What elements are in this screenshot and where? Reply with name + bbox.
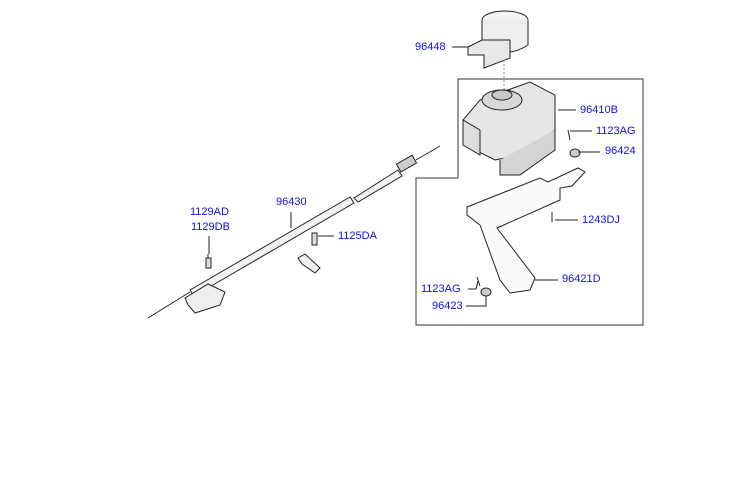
part-label-96423[interactable]: 96423 bbox=[432, 300, 463, 312]
part-label-1129DB[interactable]: 1129DB bbox=[191, 221, 230, 233]
fasteners bbox=[205, 129, 581, 297]
leader-lines bbox=[208, 46, 600, 307]
part-label-96430[interactable]: 96430 bbox=[276, 196, 307, 208]
part-label-1243DJ[interactable]: 1243DJ bbox=[582, 214, 620, 226]
part-label-1123AG-lower[interactable]: 1123AG bbox=[421, 283, 461, 295]
cover-part-96448 bbox=[467, 10, 529, 92]
part-label-96421D[interactable]: 96421D bbox=[562, 273, 601, 285]
bracket-part-96421D bbox=[466, 167, 586, 294]
part-label-1125DA[interactable]: 1125DA bbox=[338, 230, 377, 242]
actuator-part-96410B bbox=[462, 81, 556, 176]
cable-part-96430 bbox=[147, 145, 441, 319]
part-label-1129AD[interactable]: 1129AD bbox=[190, 206, 229, 218]
part-label-1123AG-upper[interactable]: 1123AG bbox=[596, 125, 636, 137]
part-label-96424[interactable]: 96424 bbox=[605, 145, 636, 157]
assembly-frame bbox=[415, 78, 644, 326]
part-label-96410B[interactable]: 96410B bbox=[580, 104, 618, 116]
part-label-96448[interactable]: 96448 bbox=[415, 41, 446, 53]
